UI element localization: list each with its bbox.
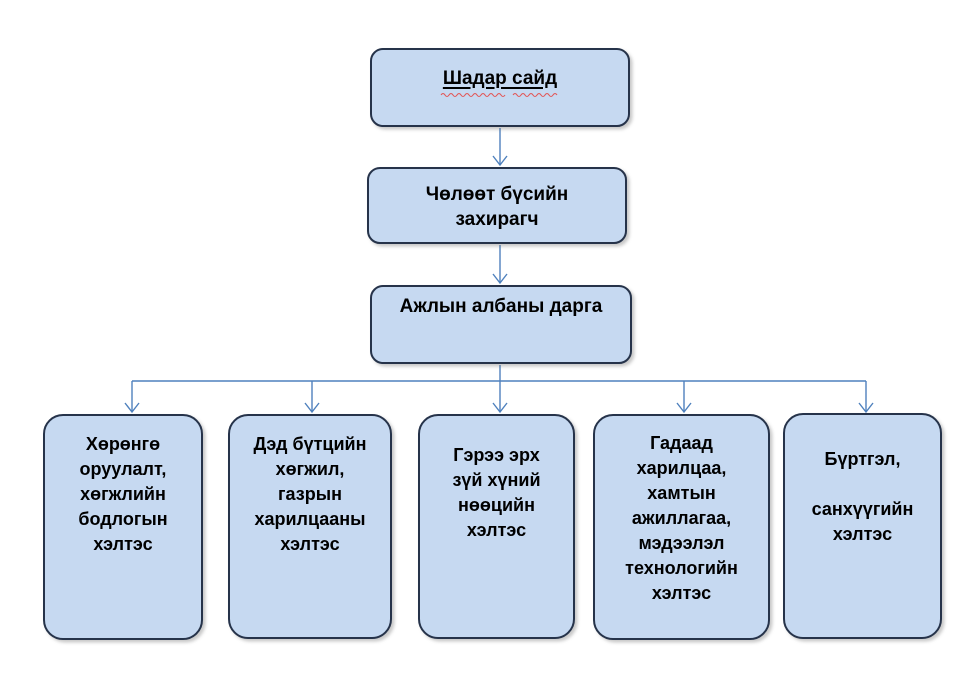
branch-bus-line	[132, 365, 866, 382]
org-node-label: Шадар сайд	[442, 68, 558, 89]
org-node-label: Дэд бүтцийн хөгжил, газрын харилцааны хэ…	[253, 434, 367, 554]
org-node-dept-registration-finance: Бүртгэл, санхүүгийн хэлтэс	[783, 413, 942, 639]
org-node-label: Хөрөнгө оруулалт, хөгжлийн бодлогын хэлт…	[78, 434, 168, 554]
org-node-free-zone-governor: Чөлөөт бүсийн захирагч	[367, 167, 627, 244]
arrow-level1-to-level2	[492, 128, 508, 167]
org-node-deputy-minister: Шадар сайд	[370, 48, 630, 127]
arrow-to-dept-2	[304, 381, 320, 414]
org-node-label: Чөлөөт бүсийн захирагч	[425, 184, 569, 230]
org-node-label: Гэрээ эрх зүй хүний нөөцийн хэлтэс	[452, 445, 541, 540]
arrow-to-dept-1	[124, 381, 140, 414]
org-node-dept-legal-hr: Гэрээ эрх зүй хүний нөөцийн хэлтэс	[418, 414, 575, 639]
org-node-dept-investment-policy: Хөрөнгө оруулалт, хөгжлийн бодлогын хэлт…	[43, 414, 203, 640]
underlined-text-wrap: Шадар сайд	[440, 66, 558, 98]
org-node-office-head: Ажлын албаны дарга	[370, 285, 632, 364]
org-node-label: Ажлын албаны дарга	[399, 296, 603, 317]
org-node-dept-foreign-relations-it: Гадаад харилцаа, хамтын ажиллагаа, мэдээ…	[593, 414, 770, 640]
org-node-label: Бүртгэл, санхүүгийн хэлтэс	[811, 449, 914, 544]
arrow-to-dept-5	[858, 381, 874, 414]
org-node-label: Гадаад харилцаа, хамтын ажиллагаа, мэдээ…	[625, 433, 738, 603]
org-node-dept-infrastructure-land: Дэд бүтцийн хөгжил, газрын харилцааны хэ…	[228, 414, 392, 639]
arrow-to-dept-4	[676, 381, 692, 414]
spellcheck-wavy-underline	[440, 92, 558, 98]
arrow-level2-to-level3	[492, 245, 508, 285]
arrow-to-dept-3	[492, 381, 508, 414]
